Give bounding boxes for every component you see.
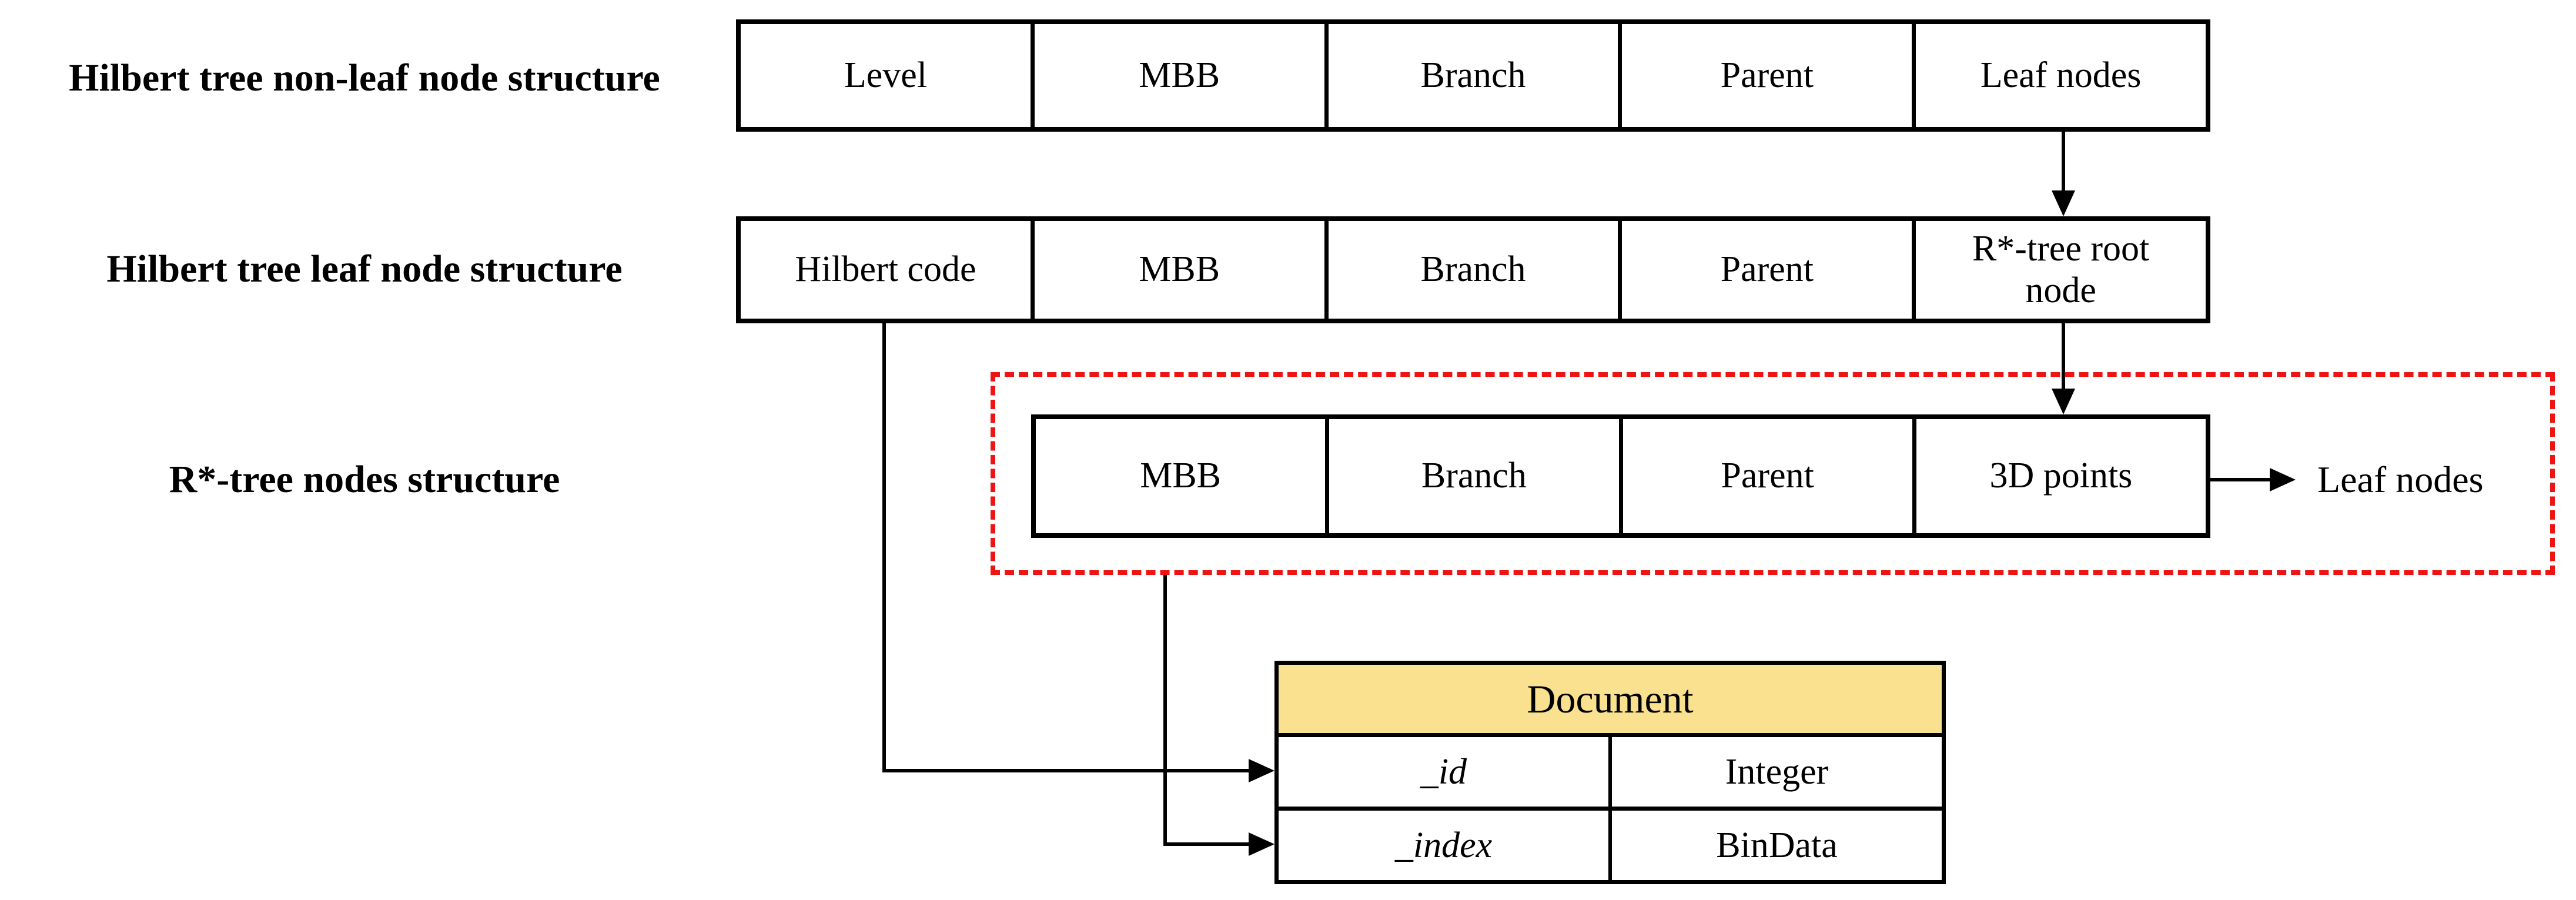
cell-mbb-2: MBB: [1030, 221, 1324, 319]
leaf-node-row: Hilbert code MBB Branch Parent R*-tree r…: [736, 216, 2210, 323]
connector-root-to-3dpoints-arrowhead: [2052, 389, 2075, 414]
connector-mbb-horizontal: [1163, 842, 1253, 846]
cell-hilbert-code: Hilbert code: [795, 249, 976, 290]
cell-mbb-1: MBB: [1030, 24, 1324, 127]
document-table-header: Document: [1279, 665, 1942, 737]
cell-branch-3: Branch: [1325, 419, 1618, 533]
connector-mbb-vertical: [1163, 575, 1167, 846]
field-id: _id: [1420, 751, 1467, 792]
document-table: Document _id Integer _index BinData: [1274, 661, 1946, 884]
label-non-leaf-node-structure: Hilbert tree non-leaf node structure: [69, 56, 660, 99]
connector-hilbertcode-horizontal: [882, 769, 1253, 772]
cell-rtree-root-node: R*-tree root node: [1912, 221, 2206, 319]
cell-level: Level: [844, 55, 927, 95]
connector-leafnodes-to-root-line: [2062, 132, 2065, 194]
connector-3dpoints-to-leafnodes-arrowhead: [2270, 468, 2296, 491]
label-leaf-node-structure: Hilbert tree leaf node structure: [106, 247, 623, 290]
type-integer: Integer: [1608, 737, 1942, 807]
cell-parent-1: Parent: [1618, 24, 1912, 127]
rtree-nodes-row: MBB Branch Parent 3D points: [1031, 414, 2210, 538]
connector-3dpoints-to-leafnodes-line: [2209, 478, 2274, 481]
label-rtree-nodes-structure: R*-tree nodes structure: [169, 458, 560, 501]
type-bindata: BinData: [1608, 811, 1942, 880]
table-row-id: _id Integer: [1279, 737, 1942, 811]
cell-parent-2: Parent: [1618, 221, 1912, 319]
cell-3d-points: 3D points: [1912, 419, 2206, 533]
connector-root-to-3dpoints-line: [2062, 323, 2065, 392]
non-leaf-node-row: Level MBB Branch Parent Leaf nodes: [736, 19, 2210, 132]
connector-mbb-arrowhead: [1249, 832, 1274, 856]
leaf-nodes-text: Leaf nodes: [2317, 459, 2484, 500]
cell-branch-2: Branch: [1324, 221, 1618, 319]
table-row-index: _index BinData: [1279, 811, 1942, 880]
rtree-highlight-dashed-box: [991, 372, 2555, 575]
cell-branch-1: Branch: [1324, 24, 1618, 127]
connector-hilbertcode-vertical: [882, 323, 886, 772]
cell-leaf-nodes: Leaf nodes: [1912, 24, 2206, 127]
cell-mbb-3: MBB: [1140, 456, 1222, 496]
field-index: _index: [1394, 825, 1493, 865]
connector-leafnodes-to-root-arrowhead: [2052, 190, 2075, 216]
connector-hilbertcode-arrowhead: [1249, 759, 1274, 782]
cell-parent-3: Parent: [1618, 419, 1912, 533]
